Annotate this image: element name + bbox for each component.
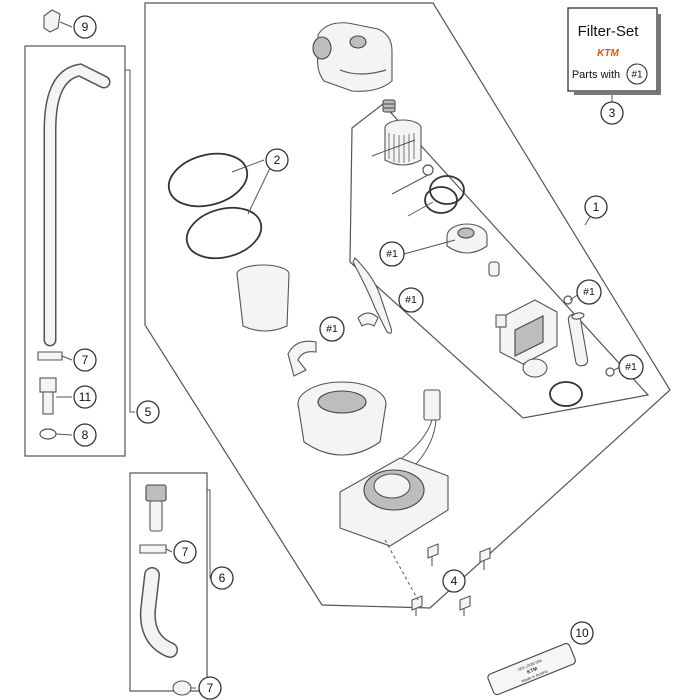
bolts-part-4 [384, 539, 491, 616]
svg-text:#1: #1 [583, 286, 595, 298]
callout-7-b: 7 [173, 540, 197, 564]
pump-housing-sleeve-part [236, 264, 290, 332]
svg-text:6: 6 [219, 571, 226, 585]
callout-5: 5 [136, 400, 160, 424]
filter-subassembly-frame [349, 103, 650, 419]
o-ring-small-right-2 [605, 367, 615, 377]
svg-text:#1: #1 [326, 323, 338, 335]
pump-head-part [312, 22, 393, 92]
svg-text:#1: #1 [405, 294, 417, 306]
svg-text:7: 7 [82, 353, 89, 367]
callout-9: 9 [73, 15, 97, 39]
svg-text:3: 3 [609, 106, 616, 120]
svg-text:5: 5 [145, 405, 152, 419]
o-ring-2-bottom [185, 206, 263, 260]
hose-clamp-part-7b [139, 544, 167, 554]
pump-flange-part [339, 457, 449, 547]
small-clip-part-9 [43, 9, 61, 33]
clip-part-1 [357, 312, 379, 327]
o-ring-small-right-1 [563, 295, 573, 305]
bracket-5 [125, 69, 135, 413]
connector-part-11 [39, 377, 57, 415]
bracket-6 [207, 489, 212, 579]
callout-2: 2 [265, 148, 289, 172]
callout-hash1-d: #1 [576, 279, 602, 305]
hose-group-frame-6 [129, 472, 208, 692]
svg-text:7: 7 [182, 545, 189, 559]
pump-motor-part [495, 299, 558, 378]
callout-6: 6 [210, 566, 234, 590]
ktm-logo: KTM [597, 48, 619, 59]
spring-part [382, 99, 396, 113]
leader-lines [55, 21, 621, 689]
callout-3: 3 [600, 101, 624, 125]
pump-cage-part [297, 381, 387, 456]
callout-7-c: 7 [198, 676, 222, 700]
hose-part-6 [139, 567, 178, 658]
callout-11: 11 [73, 385, 97, 409]
o-ring-2-top [167, 152, 249, 208]
small-o-ring-part [422, 164, 434, 176]
fuel-hose-part [43, 63, 111, 347]
callout-1: 1 [584, 195, 608, 219]
svg-text:1: 1 [593, 200, 600, 214]
o-ring-bottom [549, 381, 583, 407]
svg-text:11: 11 [79, 390, 92, 404]
callout-hash1-a: #1 [379, 241, 405, 267]
callout-4: 4 [442, 569, 466, 593]
svg-text:9: 9 [82, 20, 89, 34]
callout-10: 10 [570, 621, 594, 645]
parts-with-ref: #1 [631, 70, 643, 81]
bracket-clip-part [287, 340, 317, 377]
hose-clamp-part-7a [37, 351, 63, 361]
svg-text:10: 10 [575, 626, 589, 640]
callout-7-a: 7 [73, 348, 97, 372]
fuel-filter-part [384, 119, 422, 166]
filter-set-title: Filter-Set [578, 23, 640, 40]
strainer-rod-part [567, 312, 589, 367]
svg-text:7: 7 [207, 681, 214, 695]
o-ring-large-2 [424, 186, 458, 214]
sleeve-part [488, 261, 500, 277]
parts-with-label: Parts with [572, 69, 620, 81]
filter-set-box: Filter-Set KTM Parts with #1 [567, 7, 661, 95]
svg-text:#1: #1 [386, 248, 398, 260]
hose-group-frame-5 [24, 45, 126, 457]
callout-hash1-c: #1 [319, 316, 345, 342]
callout-hash1-e: #1 [618, 354, 644, 380]
o-ring-large-1 [429, 175, 465, 205]
callout-8: 8 [73, 423, 97, 447]
label-plate-line2: KTM [526, 666, 538, 676]
svg-text:#1: #1 [625, 361, 637, 373]
o-ring-part-8 [39, 428, 57, 440]
main-assembly-frame [144, 2, 671, 609]
callout-hash1-b: #1 [398, 287, 424, 313]
svg-text:8: 8 [82, 428, 89, 442]
pressure-regulator-part [446, 223, 488, 254]
quick-connector-part [145, 484, 167, 532]
svg-text:2: 2 [274, 153, 281, 167]
electrical-connector-part [401, 389, 441, 465]
label-plate-part: 60X Z038 096 KTM Made in Austria [487, 643, 576, 696]
svg-text:4: 4 [451, 574, 458, 588]
check-valve-strip-part [352, 257, 393, 334]
hose-clamp-part-7c [172, 680, 192, 696]
